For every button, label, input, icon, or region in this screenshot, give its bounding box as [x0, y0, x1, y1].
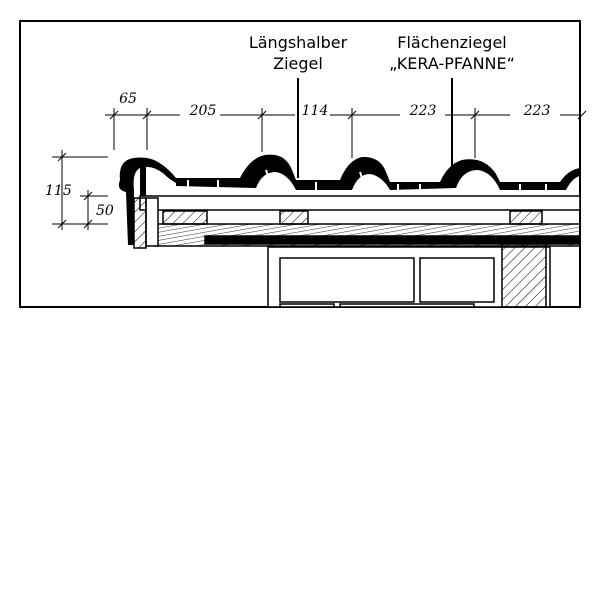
dimension-223-a: 223	[409, 103, 437, 119]
pantile-wave	[176, 154, 580, 190]
verge-inner-lip	[140, 166, 146, 196]
roof-tile-profile	[118, 154, 580, 245]
dimension-50: 50	[96, 203, 114, 219]
dimension-223-b: 223	[523, 103, 551, 119]
dimension-65: 65	[119, 91, 137, 107]
main-tile-label-line1: Flächenziegel	[397, 33, 507, 52]
label-half-tile: Längshalber Ziegel	[249, 33, 348, 178]
main-tile-label-line2: „KERA-PFANNE“	[389, 54, 515, 73]
verge-tile	[118, 157, 178, 245]
masonry-wall	[267, 243, 551, 308]
dimension-115: 115	[45, 183, 72, 199]
half-tile-label-line1: Längshalber	[249, 33, 348, 52]
label-main-tile: Flächenziegel „KERA-PFANNE“	[389, 33, 515, 175]
roof-deck	[133, 195, 581, 249]
dimension-205: 205	[189, 103, 217, 119]
half-tile-label-line2: Ziegel	[273, 54, 323, 73]
dimension-114: 114	[302, 103, 329, 119]
vertical-dimension-chain	[52, 150, 108, 230]
horizontal-dimension-chain	[105, 108, 587, 158]
